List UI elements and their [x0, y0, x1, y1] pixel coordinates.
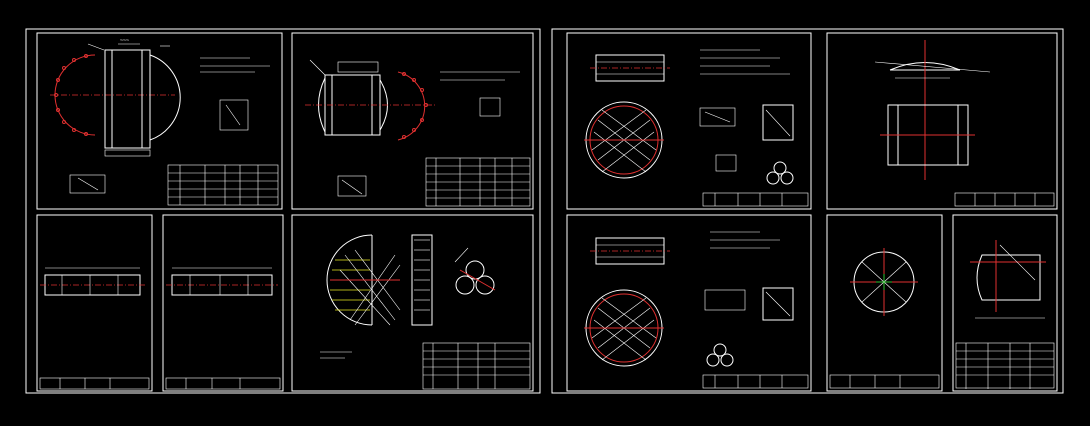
sheet-bl1-title-block [39, 377, 150, 390]
sheet-bm-drawing [320, 234, 496, 359]
sheet-tm-title-block [425, 157, 531, 207]
sheet-tm-drawing [305, 59, 520, 197]
sheet-rb1-drawing [584, 231, 794, 367]
sheet-rb3-title-block [955, 342, 1055, 389]
sheet-rb1-title-block [702, 374, 809, 389]
sheet-rt2-drawing [874, 40, 991, 180]
sheet-rb3-drawing [970, 240, 1046, 319]
sheet-tl-title-block [167, 164, 279, 206]
sheet-tl-drawing: ~~~ [50, 38, 270, 194]
sheet-bl2-drawing [166, 267, 278, 296]
sheet-rb3-frame [952, 214, 1058, 392]
sheet-rt2-title-block [954, 192, 1055, 207]
sheet-rt1-frame [566, 32, 812, 210]
sheet-rt1-title-block [702, 192, 809, 207]
sheet-bl2-frame [162, 214, 284, 392]
sheet-rb2-frame [826, 214, 943, 392]
sheet-bl1-drawing [40, 267, 145, 296]
sheet-rb2-title-block [829, 374, 940, 389]
sheet-rt2-frame [826, 32, 1058, 210]
sheet-bl2-title-block [165, 377, 281, 390]
sheet-bm-title-block [422, 342, 531, 390]
svg-text:~~~: ~~~ [120, 38, 129, 44]
sheet-tl-frame [36, 32, 283, 210]
left-drawing-set-border [25, 28, 541, 394]
sheet-rt1-drawing [584, 49, 794, 185]
sheet-bl1-frame [36, 214, 153, 392]
sheet-rb1-frame [566, 214, 812, 392]
sheet-tm-frame [291, 32, 534, 210]
sheet-rb2-drawing [850, 248, 918, 316]
right-drawing-set-border [551, 28, 1064, 394]
sheet-bm-frame [291, 214, 534, 392]
